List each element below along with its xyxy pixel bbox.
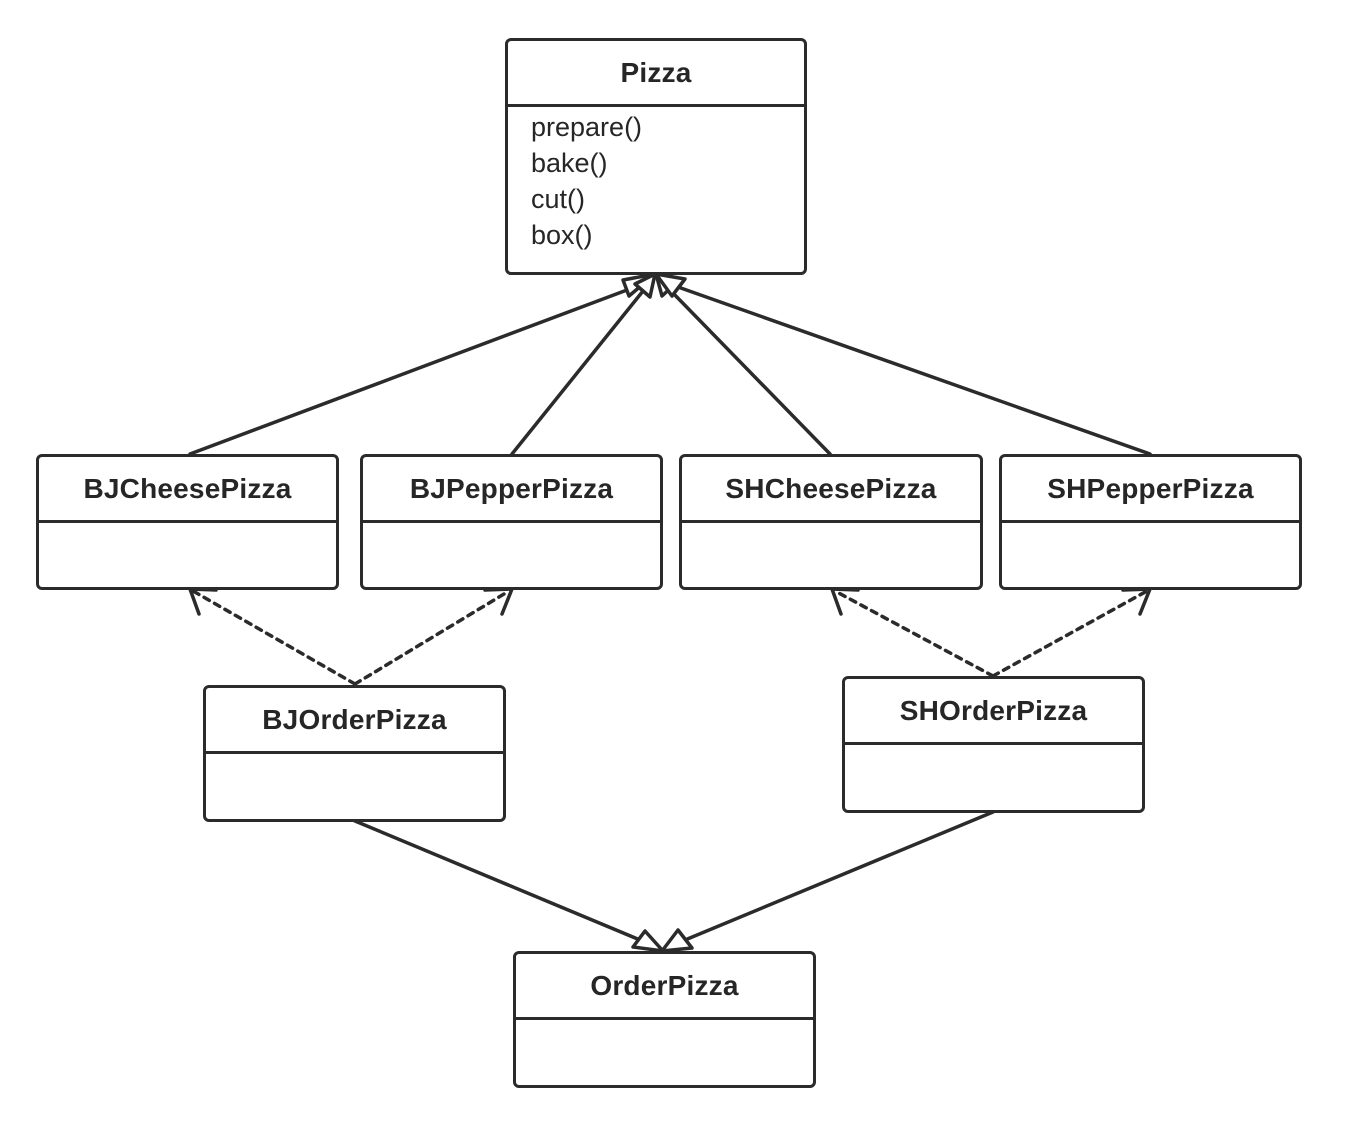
class-sh-pepper-pizza: SHPepperPizza: [999, 454, 1302, 590]
class-name: BJPepperPizza: [363, 457, 660, 523]
operation-bake: bake(): [531, 148, 608, 178]
class-pizza: Pizza prepare() bake() cut() box(): [505, 38, 807, 275]
class-sh-cheese-pizza: SHCheesePizza: [679, 454, 983, 590]
operations-compartment: [845, 745, 1142, 747]
class-order-pizza: OrderPizza: [513, 951, 816, 1088]
dependency-bjorder-to-bjpepper: [353, 589, 511, 686]
class-name: BJOrderPizza: [206, 688, 503, 754]
operations-compartment: [1002, 523, 1299, 525]
operations-compartment: [363, 523, 660, 525]
operations-compartment: [516, 1020, 813, 1022]
class-name: SHCheesePizza: [682, 457, 980, 523]
class-name: SHOrderPizza: [845, 679, 1142, 745]
dependency-bjorder-to-bjcheese: [191, 589, 357, 686]
class-bj-order-pizza: BJOrderPizza: [203, 685, 506, 822]
operations-compartment: [682, 523, 980, 525]
generalization-shpepper-to-pizza: [654, 272, 1152, 456]
class-name: SHPepperPizza: [1002, 457, 1299, 523]
operations-compartment: [206, 754, 503, 756]
dependency-shorder-to-shcheese: [833, 589, 995, 678]
generalization-bjpepper-to-pizza: [510, 272, 657, 456]
operation-prepare: prepare(): [531, 112, 643, 142]
generalization-shcheese-to-pizza: [654, 272, 832, 456]
dependency-shorder-to-shpepper: [991, 589, 1149, 678]
class-bj-pepper-pizza: BJPepperPizza: [360, 454, 663, 590]
class-sh-order-pizza: SHOrderPizza: [842, 676, 1145, 813]
class-name: BJCheesePizza: [39, 457, 336, 523]
operations-compartment: [39, 523, 336, 525]
generalization-shorder-to-order: [660, 810, 995, 953]
class-name: OrderPizza: [516, 954, 813, 1020]
operation-box: box(): [531, 220, 593, 250]
operation-cut: cut(): [531, 184, 585, 214]
generalization-bjorder-to-order: [353, 819, 665, 953]
operations-compartment: prepare() bake() cut() box(): [508, 107, 804, 253]
class-name: Pizza: [508, 41, 804, 107]
class-bj-cheese-pizza: BJCheesePizza: [36, 454, 339, 590]
